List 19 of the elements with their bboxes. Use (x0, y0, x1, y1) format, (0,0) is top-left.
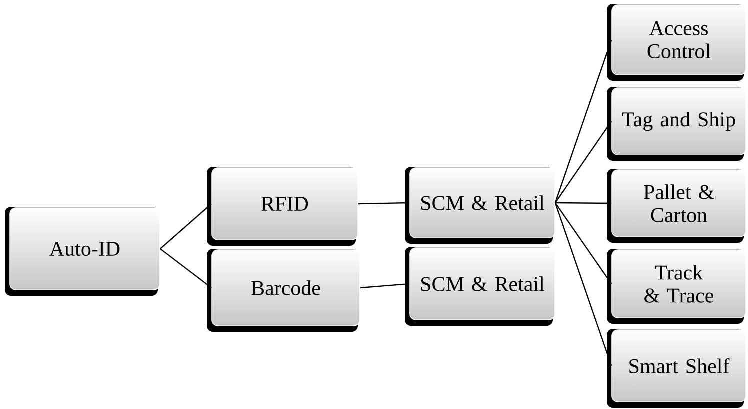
rounded-box: SCM & Retail (405, 167, 556, 244)
rounded-box: Barcode (207, 249, 360, 332)
rounded-box: Smart Shelf (607, 329, 746, 408)
connector-line (555, 202, 612, 204)
connector-line (554, 202, 612, 284)
rounded-box: SCM & Retail (405, 247, 556, 326)
rounded-box: Auto-ID (5, 207, 160, 296)
connector-line (160, 204, 212, 250)
connector-line (360, 283, 410, 289)
rounded-box: Access Control (607, 4, 746, 81)
connector-line (554, 202, 612, 366)
rounded-box: Pallet & Carton (607, 169, 746, 243)
connector-line (554, 40, 612, 204)
rounded-box: RFID (207, 167, 358, 246)
connector-line (358, 202, 410, 205)
connector-line (160, 248, 212, 288)
rounded-box: Tag and Ship (607, 87, 746, 161)
connector-line (554, 121, 612, 204)
rounded-box: Track & Trace (607, 249, 746, 324)
